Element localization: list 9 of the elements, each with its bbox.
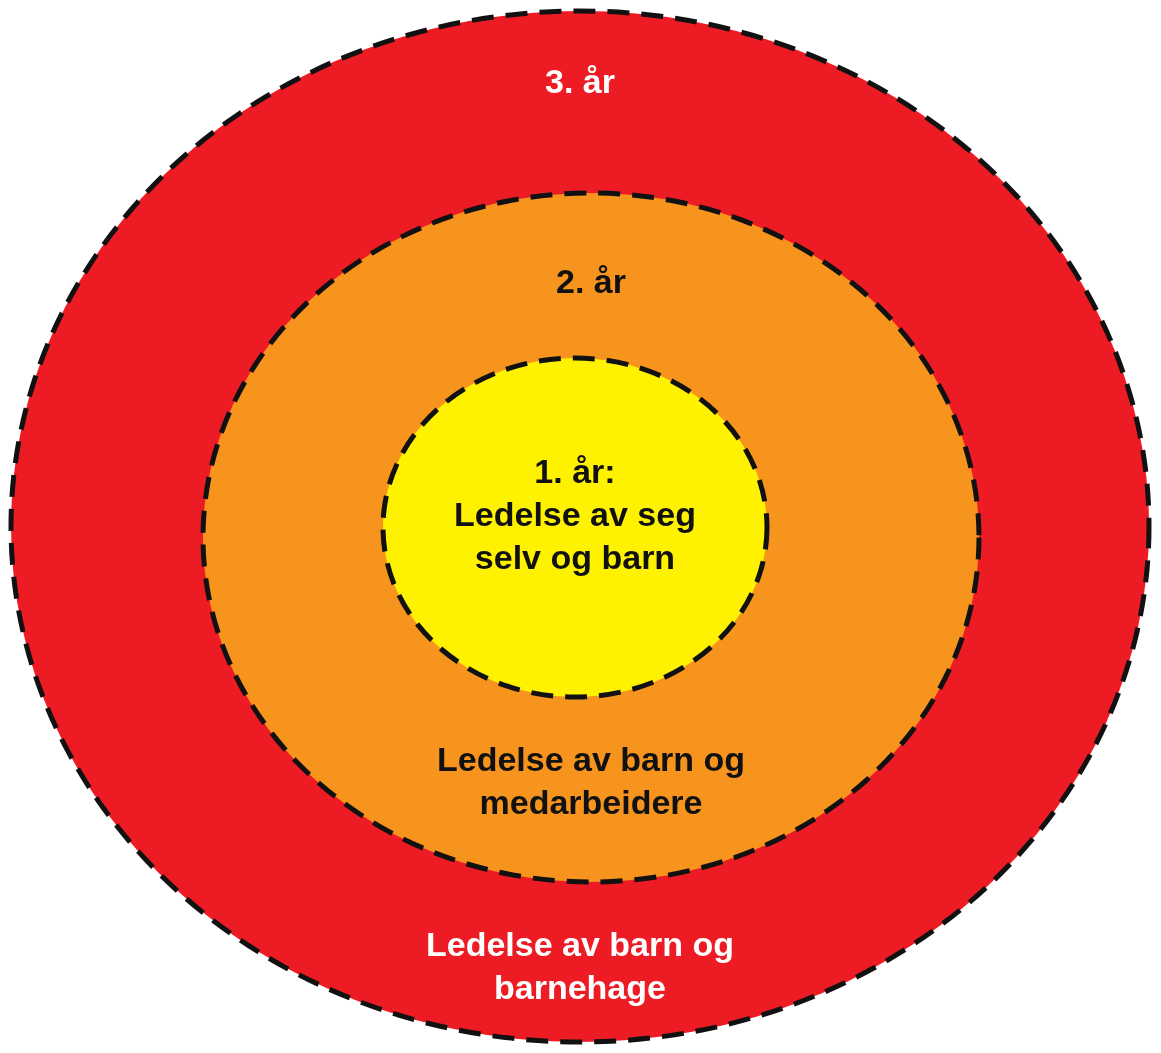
ring-heading: 2. år — [555, 261, 627, 302]
ring-text: Ledelse av barn og medarbeidere — [436, 739, 746, 823]
inner-circle — [380, 355, 770, 700]
outer-ring — [8, 8, 1152, 1045]
middle-ring — [200, 190, 982, 885]
ring-text: Ledelse av barn og barnehage — [425, 924, 735, 1008]
ring-heading: 3. år — [544, 61, 616, 102]
ring-text: Ledelse av seg selv og barn — [453, 494, 697, 578]
ring-heading: 1. år: — [533, 451, 617, 492]
